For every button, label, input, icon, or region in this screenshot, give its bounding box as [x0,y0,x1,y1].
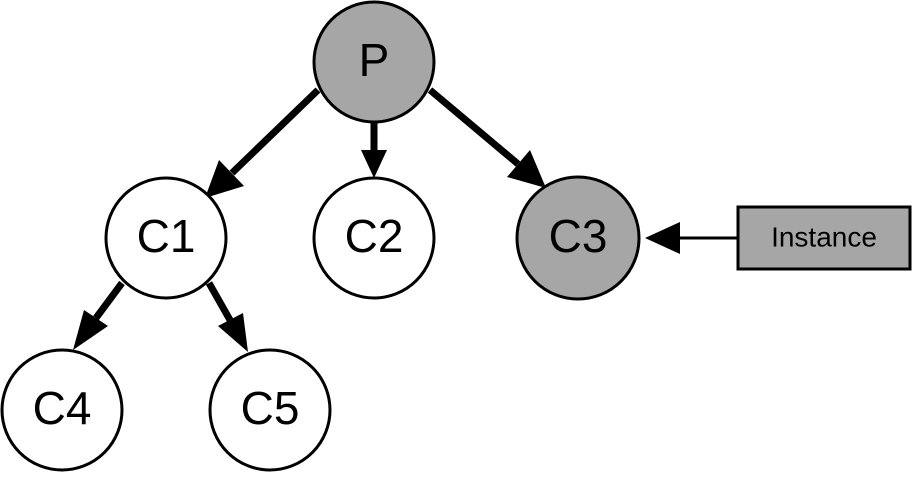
instance-arrowhead [645,222,680,254]
node-c5-circle [208,348,332,472]
node-c2-label: C2 [345,210,404,262]
node-p: P [312,0,436,124]
edge-c1-c5 [205,281,234,322]
instance-box: Instance [736,205,912,271]
node-c3-label: C3 [549,210,608,262]
edge-c1-c4 [93,280,125,321]
node-c3-circle [515,175,641,301]
edge-p-c3 [427,87,521,167]
edge-p-c1 [229,87,321,176]
instance-pointer [645,222,738,254]
instance-box-rect [736,205,912,271]
edges [73,87,546,352]
node-p-label: P [359,34,390,86]
node-c1-label: C1 [137,210,196,262]
edge-c1-c4-arrowhead [73,310,108,350]
node-c4-label: C4 [33,382,92,434]
node-c4: C4 [0,348,124,472]
edge-p-c2-arrowhead [361,150,387,178]
edge-p-c3-arrowhead [507,150,546,188]
node-c5: C5 [208,348,332,472]
node-c1: C1 [104,176,228,300]
edge-p-c1-arrowhead [205,160,244,198]
node-c2: C2 [312,176,436,300]
instance-label: Instance [771,221,877,252]
node-c1-circle [104,176,228,300]
node-c4-circle [0,348,124,472]
node-c3: C3 [515,175,641,301]
node-c5-label: C5 [241,382,300,434]
node-c2-circle [312,176,436,300]
node-p-circle [312,0,436,124]
edge-c1-c5-arrowhead [218,313,248,352]
